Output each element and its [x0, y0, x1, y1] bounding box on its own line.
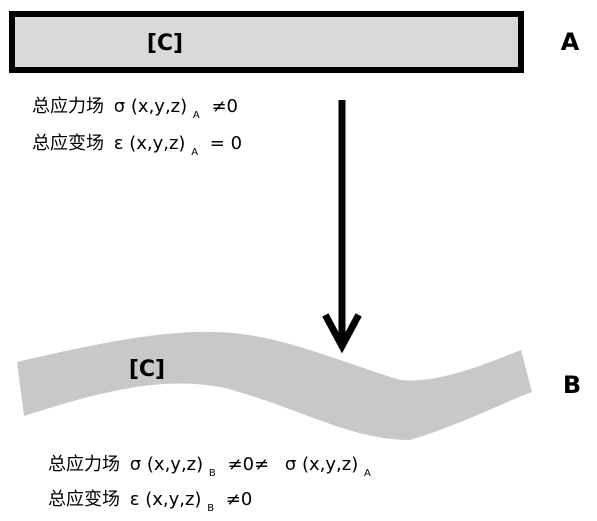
strain-field-a-relation: = 0: [210, 133, 242, 154]
block-a-label: [C]: [147, 31, 183, 56]
strain-field-a-symbol: ε: [114, 133, 124, 154]
stress-field-a-relation: ≠0: [211, 96, 238, 117]
stress-field-b-sub: B: [209, 468, 216, 479]
state-b-letter: B: [563, 371, 581, 399]
stress-field-b-symbol: σ: [130, 454, 141, 475]
stress-field-a-sub: A: [193, 110, 200, 121]
stress-field-b-compare-args: (x,y,z): [302, 454, 358, 475]
stress-field-a-symbol: σ: [114, 96, 125, 117]
strain-field-b-prefix: 总应变场: [48, 489, 120, 510]
deformation-arrow: [322, 100, 362, 354]
stress-field-b-relation: ≠0≠: [227, 454, 269, 475]
strain-field-a-sub: A: [191, 147, 198, 158]
strain-field-a-prefix: 总应变场: [32, 133, 104, 154]
stress-field-b-compare-symbol: σ: [285, 454, 296, 475]
strain-field-b-relation: ≠0: [226, 489, 253, 510]
strain-field-b-args: (x,y,z): [145, 489, 201, 510]
strain-field-a: 总应变场 ε (x,y,z) A = 0: [32, 133, 242, 160]
strain-field-b-sub: B: [207, 503, 214, 514]
strain-field-a-args: (x,y,z): [129, 133, 185, 154]
stress-field-a-args: (x,y,z): [131, 96, 187, 117]
strain-field-b: 总应变场 ε (x,y,z) B ≠0: [48, 489, 252, 516]
stress-field-a-prefix: 总应力场: [32, 96, 104, 117]
state-a-letter: A: [561, 28, 580, 56]
stress-field-b-compare-sub: A: [364, 468, 371, 479]
block-b: [17, 331, 532, 440]
block-b-label: [C]: [129, 357, 165, 382]
stress-field-b-args: (x,y,z): [147, 454, 203, 475]
strain-field-b-symbol: ε: [130, 489, 140, 510]
stress-field-a: 总应力场 σ (x,y,z) A ≠0: [32, 96, 238, 123]
stress-field-b: 总应力场 σ (x,y,z) B ≠0≠ σ (x,y,z) A: [48, 454, 371, 481]
arrow-head: [322, 313, 362, 354]
block-a: [9, 11, 524, 73]
stress-field-b-prefix: 总应力场: [48, 454, 120, 475]
